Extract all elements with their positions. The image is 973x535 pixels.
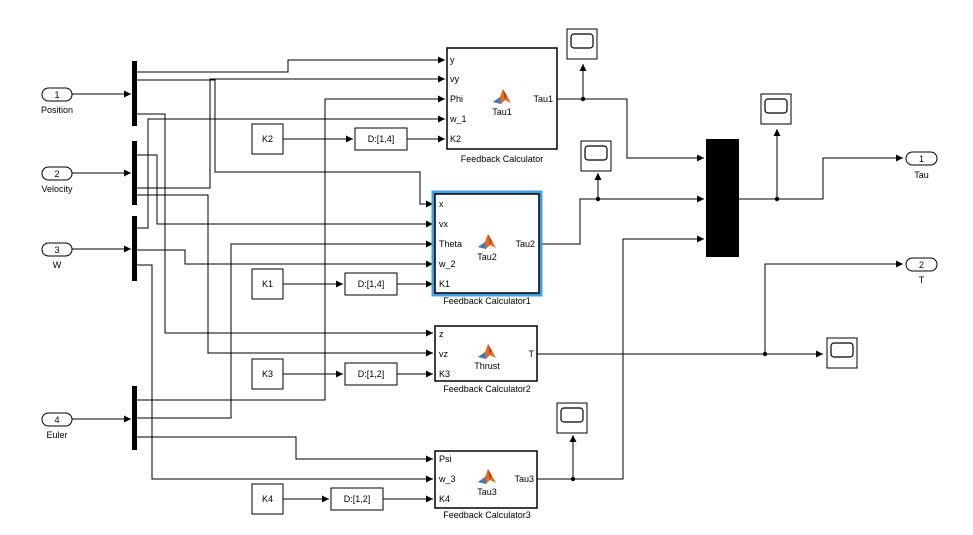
- scope-tau[interactable]: [760, 93, 792, 125]
- feedback-calculator-block[interactable]: y vy Phi w_1 K2 Tau1 Tau1 Feedback Calcu…: [446, 47, 558, 164]
- svg-text:x: x: [439, 199, 444, 209]
- svg-text:z: z: [439, 329, 444, 339]
- svg-text:1: 1: [54, 90, 59, 100]
- demux-velocity[interactable]: [132, 141, 137, 205]
- svg-text:K3: K3: [439, 369, 450, 379]
- svg-text:D:[1,4]: D:[1,4]: [358, 279, 385, 289]
- svg-text:Feedback Calculator3: Feedback Calculator3: [443, 510, 531, 520]
- svg-text:K2: K2: [450, 134, 461, 144]
- svg-text:Tau3: Tau3: [477, 487, 497, 497]
- svg-text:Tau2: Tau2: [477, 252, 497, 262]
- svg-text:T: T: [529, 349, 535, 359]
- svg-text:Tau3: Tau3: [514, 474, 534, 484]
- demux-w[interactable]: [132, 216, 137, 281]
- outport-t[interactable]: 2 T: [905, 257, 938, 285]
- svg-text:D:[1,2]: D:[1,2]: [358, 369, 385, 379]
- inport-velocity[interactable]: 2 Velocity: [41, 166, 73, 194]
- gain-k4[interactable]: K4: [251, 483, 284, 515]
- svg-text:Feedback Calculator2: Feedback Calculator2: [443, 384, 531, 394]
- svg-text:vz: vz: [439, 349, 449, 359]
- svg-text:2: 2: [919, 260, 924, 270]
- svg-text:4: 4: [54, 415, 59, 425]
- svg-text:Psi: Psi: [439, 454, 452, 464]
- svg-text:vy: vy: [450, 74, 460, 84]
- delay-k3[interactable]: D:[1,2]: [344, 362, 398, 386]
- svg-text:Feedback Calculator1: Feedback Calculator1: [443, 296, 531, 306]
- svg-text:y: y: [450, 55, 455, 65]
- gain-k1[interactable]: K1: [251, 268, 284, 300]
- signal-wires: [72, 56, 903, 503]
- svg-text:Feedback Calculator: Feedback Calculator: [461, 154, 544, 164]
- svg-text:W: W: [53, 260, 62, 270]
- demux-position[interactable]: [132, 61, 137, 126]
- scope-tau3[interactable]: [556, 402, 588, 434]
- svg-text:2: 2: [54, 169, 59, 179]
- scope-tau2[interactable]: [580, 140, 612, 172]
- delay-k4[interactable]: D:[1,2]: [330, 487, 384, 511]
- svg-text:3: 3: [54, 245, 59, 255]
- outport-tau[interactable]: 1 Tau: [905, 151, 938, 180]
- delay-k2[interactable]: D:[1,4]: [354, 127, 408, 151]
- delay-k1[interactable]: D:[1,4]: [344, 272, 398, 296]
- svg-text:K4: K4: [439, 494, 450, 504]
- svg-text:D:[1,4]: D:[1,4]: [368, 134, 395, 144]
- gain-k2[interactable]: K2: [251, 123, 284, 155]
- feedback-calculator2-block[interactable]: z vz K3 T Thrust Feedback Calculator2: [434, 325, 538, 394]
- svg-text:Phi: Phi: [450, 94, 463, 104]
- gain-k3[interactable]: K3: [251, 358, 284, 390]
- svg-text:Tau1: Tau1: [533, 94, 553, 104]
- svg-text:K2: K2: [262, 134, 273, 144]
- svg-text:vx: vx: [439, 219, 449, 229]
- svg-text:Tau2: Tau2: [515, 239, 535, 249]
- svg-text:w_3: w_3: [438, 474, 456, 484]
- svg-text:Thrust: Thrust: [474, 361, 500, 371]
- svg-text:K1: K1: [262, 279, 273, 289]
- svg-text:T: T: [919, 275, 925, 285]
- scope-tau1[interactable]: [566, 28, 598, 60]
- mux-block[interactable]: [706, 139, 739, 257]
- feedback-calculator1-block[interactable]: x vx Theta w_2 K1 Tau2 Tau2 Feedback Cal…: [431, 190, 543, 306]
- svg-text:Tau: Tau: [914, 170, 929, 180]
- svg-text:Euler: Euler: [46, 430, 67, 440]
- svg-text:K4: K4: [262, 494, 273, 504]
- inport-euler[interactable]: 4 Euler: [41, 412, 73, 440]
- inport-position[interactable]: 1 Position: [41, 87, 73, 115]
- scope-t[interactable]: [826, 337, 858, 369]
- svg-text:w_1: w_1: [449, 114, 467, 124]
- inport-w[interactable]: 3 W: [41, 242, 73, 270]
- svg-text:K1: K1: [439, 279, 450, 289]
- demux-euler[interactable]: [132, 386, 137, 450]
- svg-text:Velocity: Velocity: [41, 184, 73, 194]
- svg-text:Theta: Theta: [439, 239, 462, 249]
- svg-text:K3: K3: [262, 369, 273, 379]
- svg-text:1: 1: [919, 154, 924, 164]
- svg-text:w_2: w_2: [438, 259, 456, 269]
- svg-text:Position: Position: [41, 105, 73, 115]
- feedback-calculator3-block[interactable]: Psi w_3 K4 Tau3 Tau3 Feedback Calculator…: [434, 450, 538, 520]
- svg-text:Tau1: Tau1: [492, 107, 512, 117]
- svg-text:D:[1,2]: D:[1,2]: [344, 494, 371, 504]
